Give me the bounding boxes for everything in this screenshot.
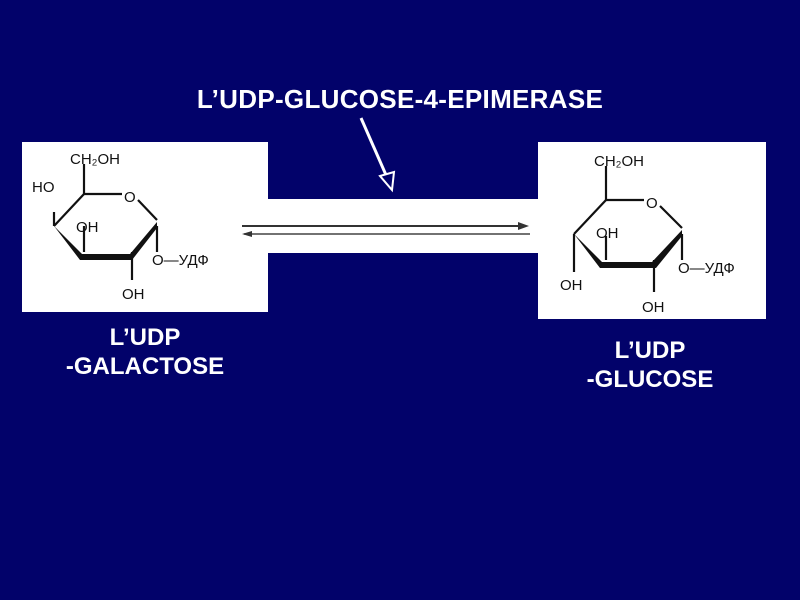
product-label-line2: -GLUCOSE	[586, 366, 714, 393]
oh-bottom-label: OH	[642, 299, 665, 316]
enzyme-title: L’UDP-GLUCOSE-4-EPIMERASE	[196, 84, 604, 114]
oh-mid-label: OH	[76, 219, 99, 236]
ring-oxygen-label: O	[124, 189, 136, 206]
oh-left-label: OH	[560, 277, 583, 294]
substrate-label-line2: -GALACTOSE	[65, 353, 225, 380]
oh-bottom-label: OH	[122, 286, 145, 303]
ch2oh-label: CH₂OH	[70, 151, 120, 168]
udp-glucose-structure: CH₂OH O OH OH O—УДФ OH	[538, 142, 766, 319]
glucose-ring-icon: CH₂OH O OH OH O—УДФ OH	[560, 153, 735, 316]
o-udf-label: O—УДФ	[678, 260, 735, 277]
product-label-line1: L’UDP	[614, 337, 686, 364]
substrate-label: L’UDP -GALACTOSE	[30, 323, 260, 381]
oh-mid-label: OH	[596, 225, 619, 242]
galactose-ring-icon: CH₂OH O HO OH O—УДФ OH	[32, 151, 209, 303]
o-udf-label: O—УДФ	[152, 252, 209, 269]
substrate-label-line1: L’UDP	[109, 324, 181, 351]
udp-galactose-structure: CH₂OH O HO OH O—УДФ OH	[22, 142, 268, 312]
product-label: L’UDP -GLUCOSE	[550, 336, 750, 394]
enzyme-pointer-arrow-icon	[359, 117, 396, 193]
ho-label: HO	[32, 179, 55, 196]
ring-oxygen-label: O	[646, 195, 658, 212]
equilibrium-arrow-icon	[242, 222, 530, 237]
ch2oh-label: CH₂OH	[594, 153, 644, 170]
